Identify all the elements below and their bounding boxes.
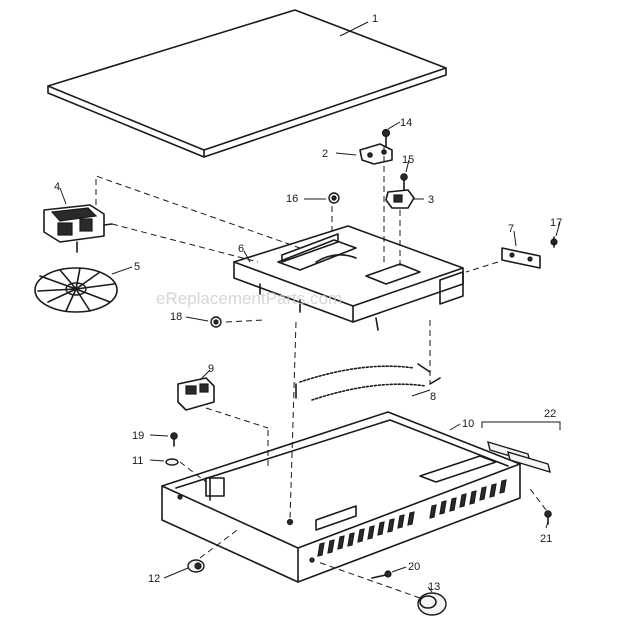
part-15-screw [400, 173, 408, 191]
part-5-fan-blade [34, 267, 118, 313]
callout-labels: 1 2 3 4 5 6 7 8 9 10 11 12 13 14 15 16 1… [54, 13, 562, 593]
part-12-knob [187, 559, 205, 573]
callout-21: 21 [540, 533, 552, 545]
part-14-screw [381, 128, 391, 147]
callout-19: 19 [132, 430, 144, 442]
callout-3: 3 [428, 194, 434, 206]
callout-4: 4 [54, 181, 60, 193]
vent-slots [317, 479, 507, 557]
part-13-knob [417, 592, 447, 616]
callout-10: 10 [462, 418, 474, 430]
part-17-screw [550, 236, 558, 248]
callout-16: 16 [286, 193, 298, 205]
callout-5: 5 [134, 261, 140, 273]
assembly-guides [95, 146, 547, 599]
part-10-base-housing [161, 411, 521, 583]
part-18-nut [210, 316, 222, 328]
callout-17: 17 [550, 217, 562, 229]
callout-8: 8 [430, 391, 436, 403]
part-20-screw [371, 570, 392, 579]
part-4-motor [43, 204, 113, 253]
callout-leaders [59, 21, 561, 593]
callout-6: 6 [238, 243, 244, 255]
callout-12: 12 [148, 573, 160, 585]
part-21-screw [544, 510, 552, 525]
part-1-top-cover [47, 9, 447, 158]
callout-18: 18 [170, 311, 182, 323]
callout-7: 7 [508, 223, 514, 235]
callout-9: 9 [208, 363, 214, 375]
watermark: eReplacementParts.com [156, 289, 342, 308]
callout-14: 14 [400, 117, 412, 129]
callout-1: 1 [372, 13, 378, 25]
part-8-heating-elements [295, 363, 441, 401]
callout-11: 11 [132, 455, 143, 467]
part-2-bracket [359, 143, 393, 165]
part-6-deck-plate [233, 225, 464, 331]
callout-13: 13 [428, 581, 440, 593]
part-9-switch [177, 377, 215, 411]
callout-2: 2 [322, 148, 328, 160]
callout-22: 22 [544, 408, 556, 420]
callout-15: 15 [402, 154, 414, 166]
part-7-terminal-bracket [501, 247, 541, 269]
part-11-clip [165, 458, 179, 466]
part-19-screw [170, 432, 178, 447]
callout-20: 20 [408, 561, 420, 573]
part-16-nut [328, 192, 340, 204]
part-22-feet [481, 421, 561, 474]
part-3-thermostat [385, 189, 415, 209]
